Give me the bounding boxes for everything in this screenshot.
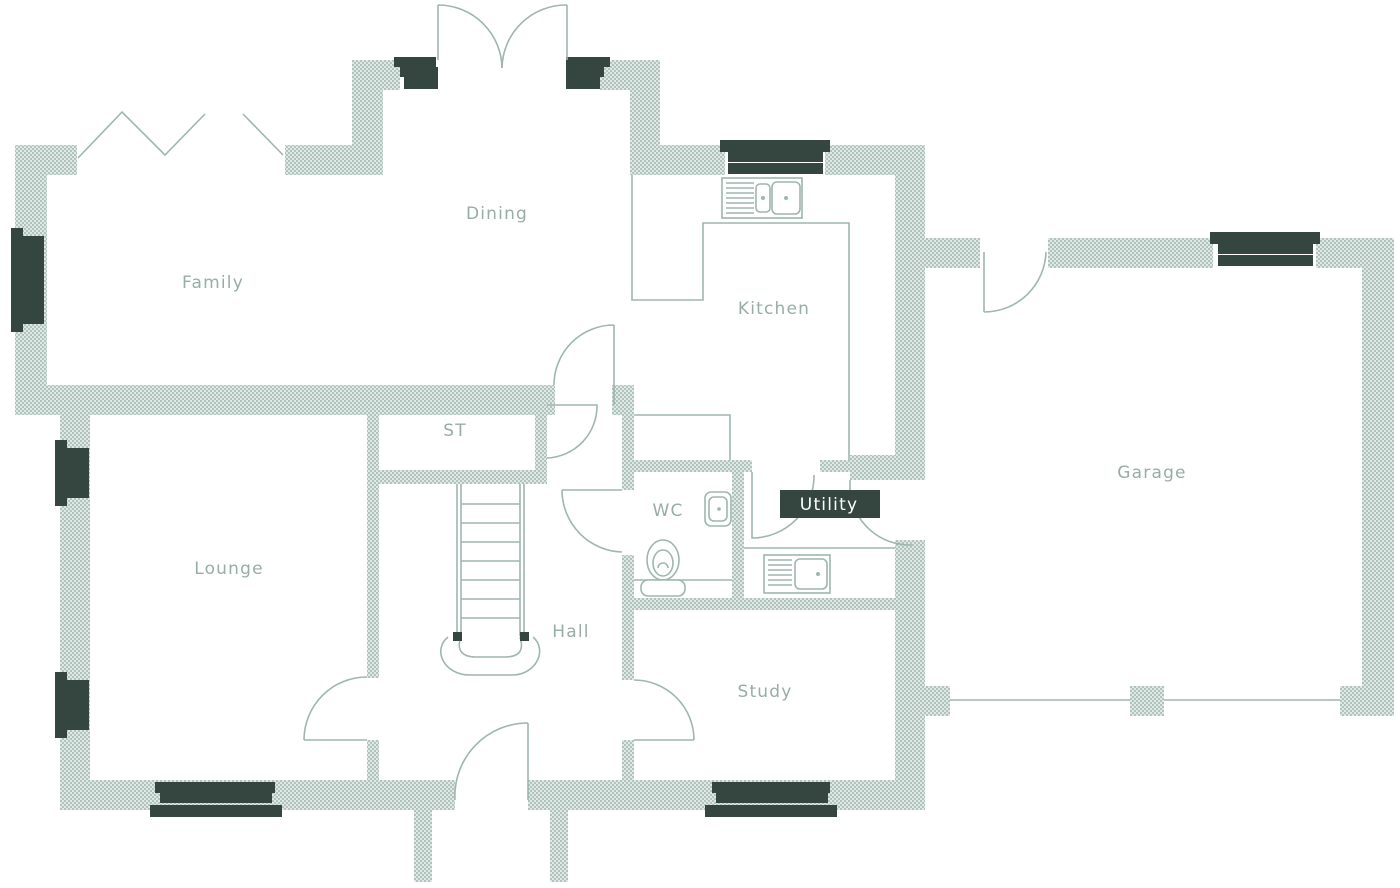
kitchen-sink-icon: [721, 177, 803, 219]
room-label-wc: WC: [652, 501, 683, 521]
room-label-family: Family: [182, 273, 244, 293]
windows: [11, 57, 1320, 817]
room-label-lounge: Lounge: [194, 559, 264, 579]
wc-basin-icon: [704, 491, 732, 527]
room-label-utility: Utility: [800, 495, 858, 515]
window-study-bottom: [705, 782, 837, 817]
room-label-kitchen: Kitchen: [738, 299, 810, 319]
window-dining-right: [566, 57, 610, 89]
window-dining-left: [394, 57, 438, 89]
room-label-garage: Garage: [1117, 463, 1186, 483]
wc-toilet-icon: [634, 539, 732, 597]
window-garage: [1210, 232, 1320, 266]
window-family: [11, 228, 44, 332]
utility-sink-icon: [763, 554, 831, 594]
window-lounge-bottom: [150, 782, 282, 817]
room-label-hall: Hall: [552, 622, 589, 642]
utility-label-background: [780, 490, 880, 518]
fixtures: [440, 175, 895, 676]
window-lounge-upper: [55, 440, 89, 506]
staircase-icon: [440, 484, 541, 676]
room-labels: Family Dining Kitchen ST Lounge WC Utili…: [182, 204, 1186, 702]
doors: [77, 4, 1340, 801]
window-kitchen: [720, 140, 830, 174]
room-label-dining: Dining: [466, 204, 528, 224]
room-label-st: ST: [443, 421, 467, 441]
window-lounge-lower: [55, 672, 89, 738]
room-label-study: Study: [737, 682, 792, 702]
walls: [15, 60, 1394, 882]
